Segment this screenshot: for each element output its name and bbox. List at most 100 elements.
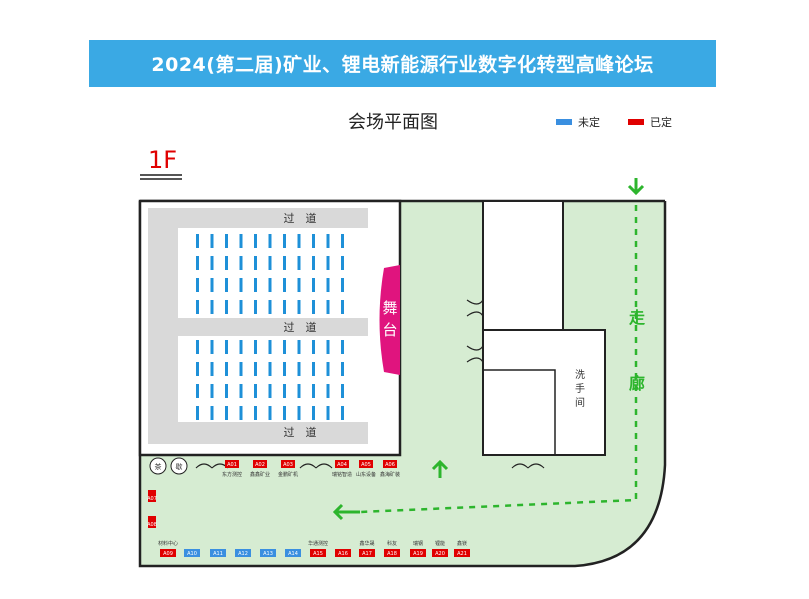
seat (196, 340, 199, 354)
booth-company: 鑫镁 (457, 540, 467, 547)
booth-a20[interactable] (432, 549, 448, 557)
seat (196, 234, 199, 248)
seat (297, 340, 301, 354)
booth-company: 鑫华晟 (359, 540, 374, 547)
booth-company: 山东设备 (356, 471, 376, 478)
door (466, 345, 484, 363)
booth-a06[interactable] (383, 460, 397, 468)
seat (297, 406, 301, 420)
seat (341, 278, 344, 292)
seat (268, 300, 272, 314)
seat (210, 362, 214, 376)
booth-a21[interactable] (454, 549, 470, 557)
seat (225, 384, 228, 398)
booth-a14[interactable] (285, 549, 301, 557)
door (466, 299, 484, 317)
seat (283, 234, 286, 248)
booth-company: 瑞铭智造 (332, 471, 352, 478)
seat (210, 234, 214, 248)
booth-a10[interactable] (184, 549, 200, 557)
seat (312, 362, 315, 376)
booth-a01[interactable] (225, 460, 239, 468)
legend-item-free: 未定 (556, 114, 600, 130)
booth-code: A04 (337, 462, 347, 468)
arrow-up-icon (431, 459, 449, 478)
seat (239, 362, 243, 376)
seat (312, 278, 315, 292)
seat (341, 234, 344, 248)
seat (268, 362, 272, 376)
aisle-label-middle: 过 道 (284, 320, 317, 334)
booth-a05[interactable] (359, 460, 373, 468)
seat (326, 256, 330, 270)
booth-code: A01 (227, 462, 237, 468)
walkway-area (140, 201, 665, 566)
seat (225, 406, 228, 420)
seating-block-lower (178, 336, 368, 422)
seating-block-upper (178, 228, 368, 318)
restroom-room (483, 369, 556, 455)
seat (312, 406, 315, 420)
seat (239, 256, 243, 270)
booth-code: A07 (147, 496, 157, 502)
seat (283, 406, 286, 420)
seat (341, 340, 344, 354)
seat (312, 300, 315, 314)
seat (254, 234, 257, 248)
booth-a08[interactable] (148, 516, 156, 528)
booth-company: 金鹏矿机 (278, 471, 298, 478)
seat (254, 278, 257, 292)
booth-code: A03 (283, 462, 293, 468)
aisle-label-bottom: 过 道 (284, 425, 317, 439)
booth-a09[interactable] (160, 549, 176, 557)
restroom-label: 间 (575, 396, 585, 409)
floor-underline (140, 178, 182, 180)
booth-a16[interactable] (335, 549, 351, 557)
booth-company: 瑞钢 (413, 540, 423, 547)
arrow-left-icon (332, 503, 360, 521)
booth-a18[interactable] (384, 549, 400, 557)
seat (283, 362, 286, 376)
booth-a13[interactable] (260, 549, 276, 557)
booth-a19[interactable] (410, 549, 426, 557)
booth-code: A09 (163, 551, 173, 557)
seat (268, 406, 272, 420)
seat (312, 256, 315, 270)
seat (326, 234, 330, 248)
booth-a03[interactable] (281, 460, 295, 468)
booth-code: A17 (362, 551, 372, 557)
legend-swatch-free (556, 119, 572, 125)
seat (312, 384, 315, 398)
booth-group: A01东方测控A02鑫鑫矿业A03金鹏矿机A04瑞铭智造A05山东设备A06鑫海… (147, 460, 470, 557)
booth-company: 华通测控 (308, 540, 328, 547)
seat (239, 340, 243, 354)
booth-company: 材料中心 (158, 540, 178, 547)
seat (297, 278, 301, 292)
seat (239, 278, 243, 292)
seat (196, 406, 199, 420)
restroom-label: 洗 (575, 369, 585, 381)
seat (268, 340, 272, 354)
booth-company: 东方测控 (222, 471, 242, 478)
booth-a04[interactable] (335, 460, 349, 468)
booth-code: A10 (187, 551, 197, 557)
booth-a12[interactable] (235, 549, 251, 557)
stage (379, 265, 400, 375)
booth-a02[interactable] (253, 460, 267, 468)
seat (225, 340, 228, 354)
booth-a11[interactable] (210, 549, 226, 557)
booth-company: 科友 (387, 540, 397, 547)
seat (196, 362, 199, 376)
seat (225, 256, 228, 270)
booth-code: A16 (338, 551, 348, 557)
seat (196, 278, 199, 292)
stage-label: 台 (382, 321, 397, 339)
booth-a07[interactable] (148, 490, 156, 502)
seat (239, 384, 243, 398)
booth-a15[interactable] (310, 549, 326, 557)
booth-a17[interactable] (359, 549, 375, 557)
seat (297, 300, 301, 314)
legend-item-booked: 已定 (628, 114, 672, 130)
seat (268, 278, 272, 292)
seat (239, 234, 243, 248)
